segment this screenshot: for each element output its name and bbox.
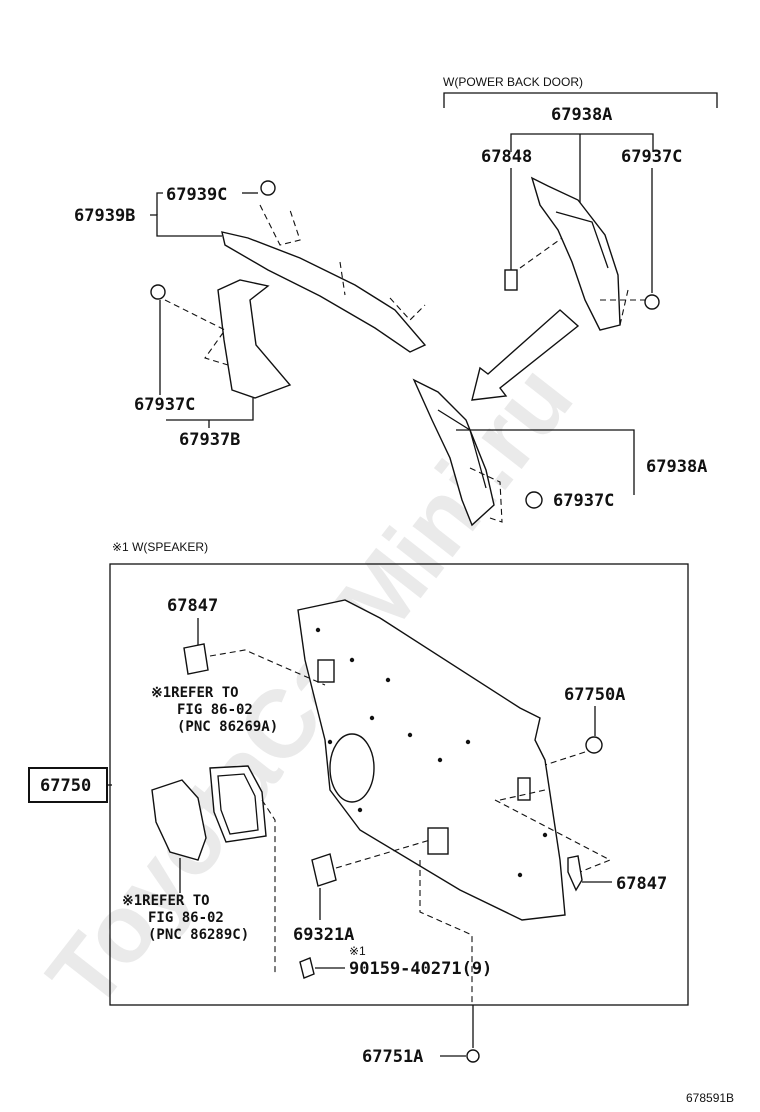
dash-67750A — [494, 751, 612, 873]
pnc-67750[interactable]: 67750 — [40, 776, 91, 796]
refer2-line2: FIG 86-02 — [148, 910, 224, 926]
screw-90159 — [299, 957, 315, 979]
pnc-67847-top[interactable]: 67847 — [167, 596, 218, 616]
speaker-section-header: ※1 W(SPEAKER) — [112, 540, 208, 554]
figure-id: 678591B — [686, 1091, 734, 1105]
leader-67939B — [150, 214, 222, 237]
cover-67847-right — [567, 855, 583, 892]
direction-arrow — [471, 309, 580, 401]
pnc-67750A[interactable]: 67750A — [564, 685, 625, 705]
refer1-line3: (PNC 86269A) — [177, 719, 278, 735]
refer2-line3: (PNC 86289C) — [148, 927, 249, 943]
pnc-67939C[interactable]: 67939C — [166, 185, 227, 205]
clip-67751A — [466, 1049, 480, 1063]
dash-67938A-lower — [469, 467, 503, 523]
leader-67937B-a — [166, 398, 254, 421]
speaker-ring-inner — [217, 773, 259, 835]
clip-67937C-top-right — [644, 294, 660, 310]
garnish-67938A-upper-detail — [555, 211, 609, 269]
dash-67847-top — [209, 649, 326, 686]
leader-67939C-a — [156, 192, 163, 215]
speaker-opening — [329, 733, 375, 803]
clip-67848 — [504, 269, 518, 291]
pnc-67939B[interactable]: 67939B — [74, 206, 135, 226]
pnc-67750-box — [28, 767, 108, 803]
refer1-line1: ※1REFER TO — [151, 685, 239, 701]
pnc-67847-right[interactable]: 67847 — [616, 874, 667, 894]
dash-67937B — [164, 299, 229, 366]
power-back-door-label: W(POWER BACK DOOR) — [443, 75, 583, 89]
leader-67938A-right — [456, 429, 635, 495]
garnish-67938A-lower — [412, 378, 495, 527]
cap-69321A — [311, 853, 337, 887]
trim-board-clip-holes — [315, 627, 548, 878]
pnc-67848[interactable]: 67848 — [481, 147, 532, 167]
pnc-69321A[interactable]: 69321A — [293, 925, 354, 945]
cover-67847-top — [183, 643, 209, 675]
door-trim-board-67750 — [297, 599, 566, 921]
pnc-67937C-top-right[interactable]: 67937C — [621, 147, 682, 167]
dash-speaker — [261, 799, 276, 975]
speaker-ring — [209, 765, 267, 843]
dash-67751A — [419, 860, 473, 1005]
pillar-67937B — [217, 279, 292, 399]
pnc-67937C-left[interactable]: 67937C — [134, 395, 195, 415]
trim-board-pocket-upper — [317, 659, 335, 683]
dash-67939B — [259, 204, 426, 321]
pnc-67937B[interactable]: 67937B — [179, 430, 240, 450]
clip-67939C — [260, 180, 276, 196]
pnc-67938A-top[interactable]: 67938A — [551, 105, 612, 125]
clip-67750A — [585, 736, 603, 754]
leader-67938A-top — [510, 133, 654, 152]
clip-67937C-bottom — [525, 491, 543, 509]
pnc-67751A[interactable]: 67751A — [362, 1047, 423, 1067]
trim-board-pocket-right — [517, 777, 531, 801]
garnish-67939B — [221, 231, 427, 353]
refer1-line2: FIG 86-02 — [177, 702, 253, 718]
garnish-67938A-upper — [530, 176, 621, 331]
dash-69321A — [335, 839, 431, 869]
refer2-line1: ※1REFER TO — [122, 893, 210, 909]
speaker-grille — [151, 779, 207, 861]
mark-90159: ※1 — [349, 944, 366, 958]
dash-67938A-upper — [519, 237, 650, 326]
power-back-door-bracket — [443, 92, 718, 108]
pnc-67937C-bottom[interactable]: 67937C — [553, 491, 614, 511]
pnc-67938A-right[interactable]: 67938A — [646, 457, 707, 477]
trim-board-pocket-lower — [427, 827, 449, 855]
clip-67937C-left — [150, 284, 166, 300]
pnc-90159[interactable]: 90159-40271(9) — [349, 959, 492, 979]
